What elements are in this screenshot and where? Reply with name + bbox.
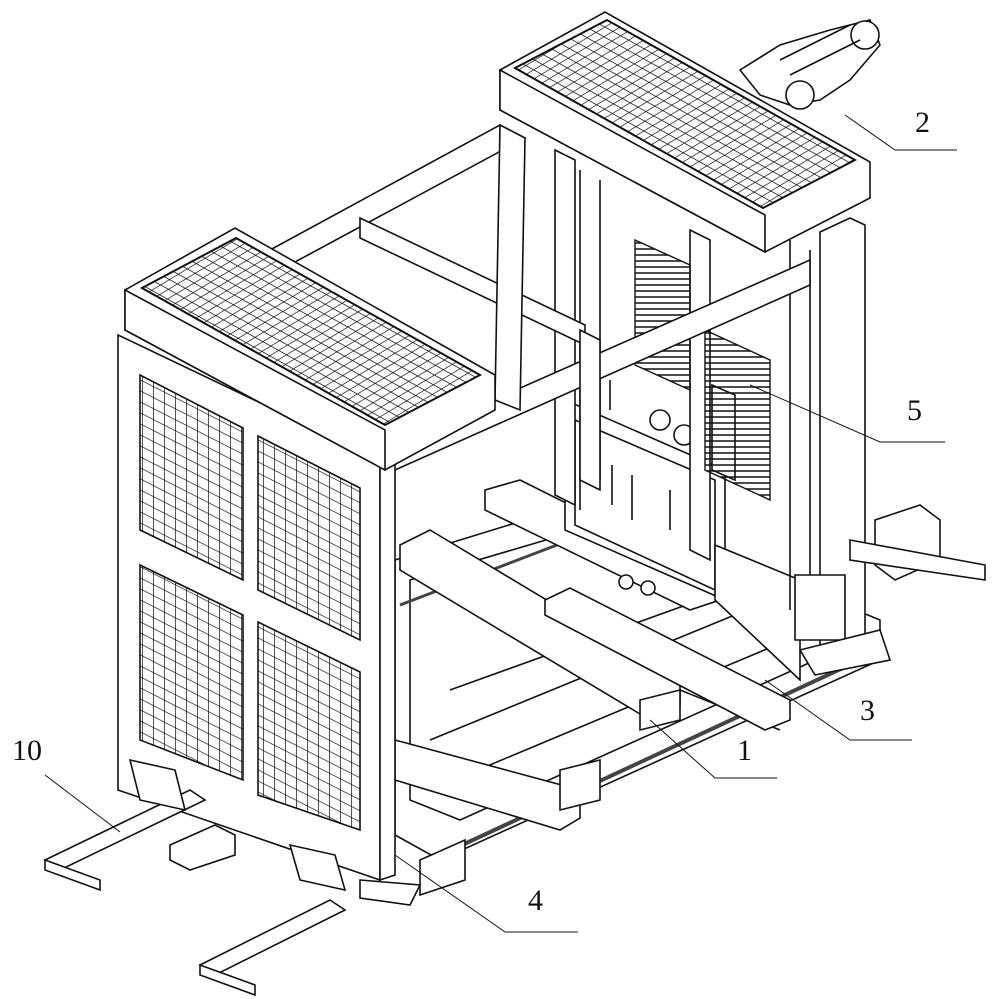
part-label-5: 5 (907, 394, 922, 427)
part-label-4: 4 (528, 884, 543, 917)
part-label-2: 2 (915, 106, 930, 139)
part-label-3: 3 (860, 694, 875, 727)
part-label-1: 1 (737, 734, 752, 767)
part-label-10: 10 (12, 734, 42, 767)
drive-motor (740, 20, 880, 109)
